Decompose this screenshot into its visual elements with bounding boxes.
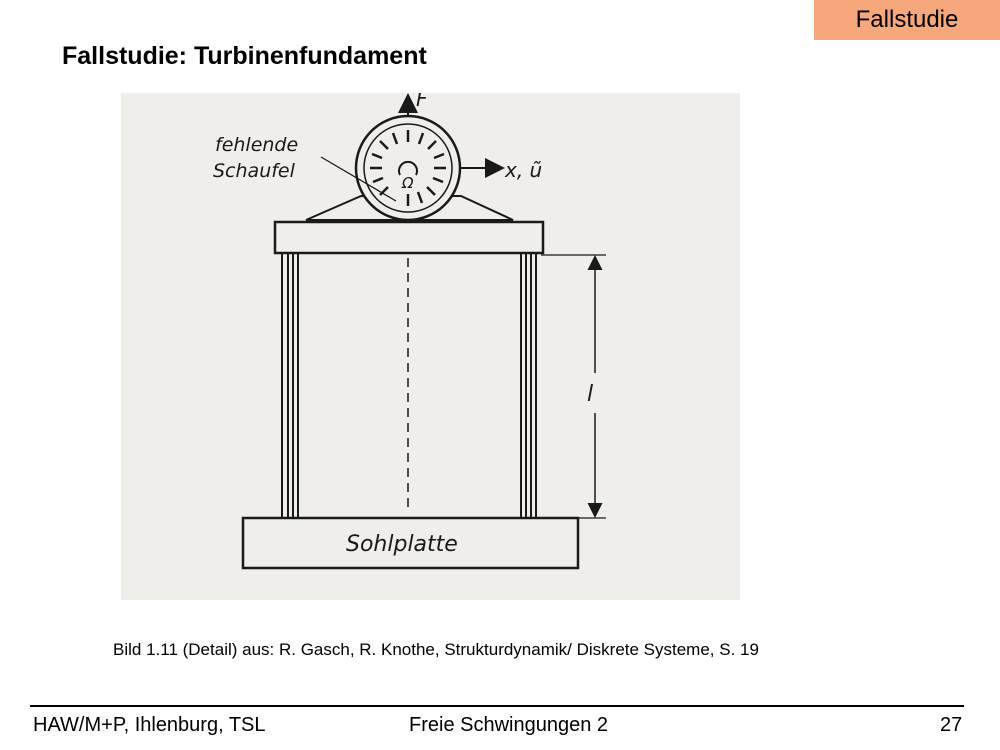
- base-plate-label: Sohlplatte: [346, 532, 458, 557]
- section-badge: Fallstudie: [814, 0, 1000, 40]
- slide-title: Fallstudie: Turbinenfundament: [62, 42, 427, 70]
- missing-blade-label-line2: Schaufel: [213, 160, 296, 182]
- footer-lecture: Freie Schwingungen 2: [409, 714, 609, 736]
- right-column: [520, 253, 537, 518]
- force-label: F: [416, 93, 428, 111]
- missing-blade-label-line1: fehlende: [215, 134, 298, 156]
- base-plate: [241, 516, 580, 570]
- missing-blade-pointer: [320, 156, 397, 202]
- footer-author: HAW/M+P, Ihlenburg, TSL: [33, 714, 266, 736]
- length-label: l: [587, 382, 593, 407]
- turbine-foundation-drawing: F fehlende Schaufel x, ũ Ω l Sohlplatte: [213, 93, 606, 570]
- turbine-rotor: [363, 123, 453, 213]
- figure-caption: Bild 1.11 (Detail) aus: R. Gasch, R. Kno…: [113, 640, 759, 659]
- turbine-blades: [370, 130, 446, 206]
- top-slab: [273, 220, 545, 255]
- page-number: 27: [940, 714, 963, 736]
- left-column: [281, 253, 299, 518]
- rotation-label: Ω: [401, 174, 414, 192]
- direction-label: x, ũ: [504, 158, 542, 182]
- rotation-arrow: [398, 160, 418, 176]
- turbine-foundation-figure: F fehlende Schaufel x, ũ Ω l Sohlplatte: [121, 93, 740, 600]
- footer-divider: [30, 705, 964, 707]
